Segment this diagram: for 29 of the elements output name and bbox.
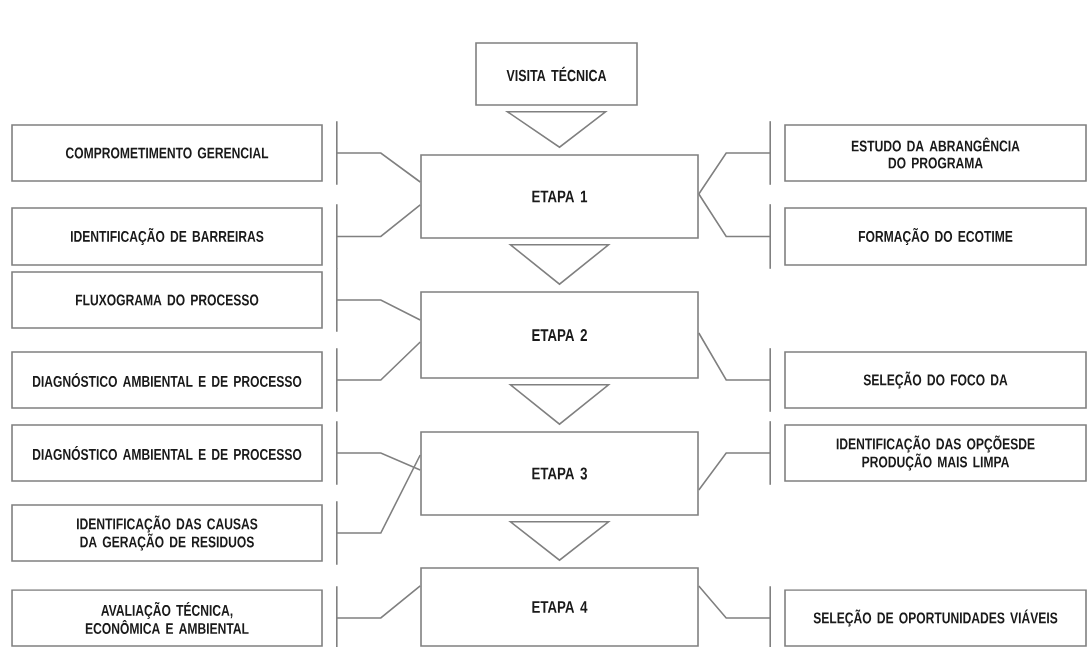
connector-line (698, 152, 771, 195)
activity-box: IDENTIFICAÇÃO DAS CAUSAS DA GERAÇÃO DE RESIDUOS (11, 504, 323, 562)
connector-line (698, 332, 771, 381)
activity-box: SELEÇÃO DE OPORTUNIDADES VIÁVEIS (784, 589, 1087, 647)
activity-box: SELEÇÃO DO FOCO DA (784, 351, 1087, 409)
connector-line (698, 452, 771, 491)
connector-line (698, 193, 771, 238)
connector-line (336, 452, 421, 471)
connector-line (336, 585, 421, 619)
activity-box: COMPROMETIMENTO GERENCIAL (11, 124, 323, 182)
connector-line (336, 152, 421, 183)
connector-line (336, 341, 421, 381)
start-box: VISITA TÉCNICA (475, 42, 638, 106)
activity-box: FLUXOGRAMA DO PROCESSO (11, 271, 323, 329)
stage-box: ETAPA 4 (420, 567, 699, 647)
activity-box: DIAGNÓSTICO AMBIENTAL E DE PROCESSO (11, 351, 323, 409)
activity-box: IDENTIFICAÇÃO DE BARREIRAS (11, 207, 323, 266)
stage-box: ETAPA 2 (420, 291, 699, 379)
connector-line (336, 204, 421, 238)
stage-box: ETAPA 3 (420, 431, 699, 516)
activity-box: FORMAÇÃO DO ECOTIME (784, 207, 1087, 266)
activity-box: ESTUDO DA ABRANGÊNCIA DO PROGRAMA (784, 124, 1087, 182)
connector-line (336, 299, 421, 321)
activity-box: AVALIAÇÃO TÉCNICA, ECONÔMICA E AMBIENTAL (11, 589, 323, 647)
activity-box: DIAGNÓSTICO AMBIENTAL E DE PROCESSO (11, 424, 323, 482)
connector-line (336, 454, 421, 534)
stage-box: ETAPA 1 (420, 154, 699, 239)
connector-line (698, 585, 771, 619)
activity-box: IDENTIFICAÇÃO DAS OPÇÕESDE PRODUÇÃO MAIS LIMPA (784, 424, 1087, 482)
